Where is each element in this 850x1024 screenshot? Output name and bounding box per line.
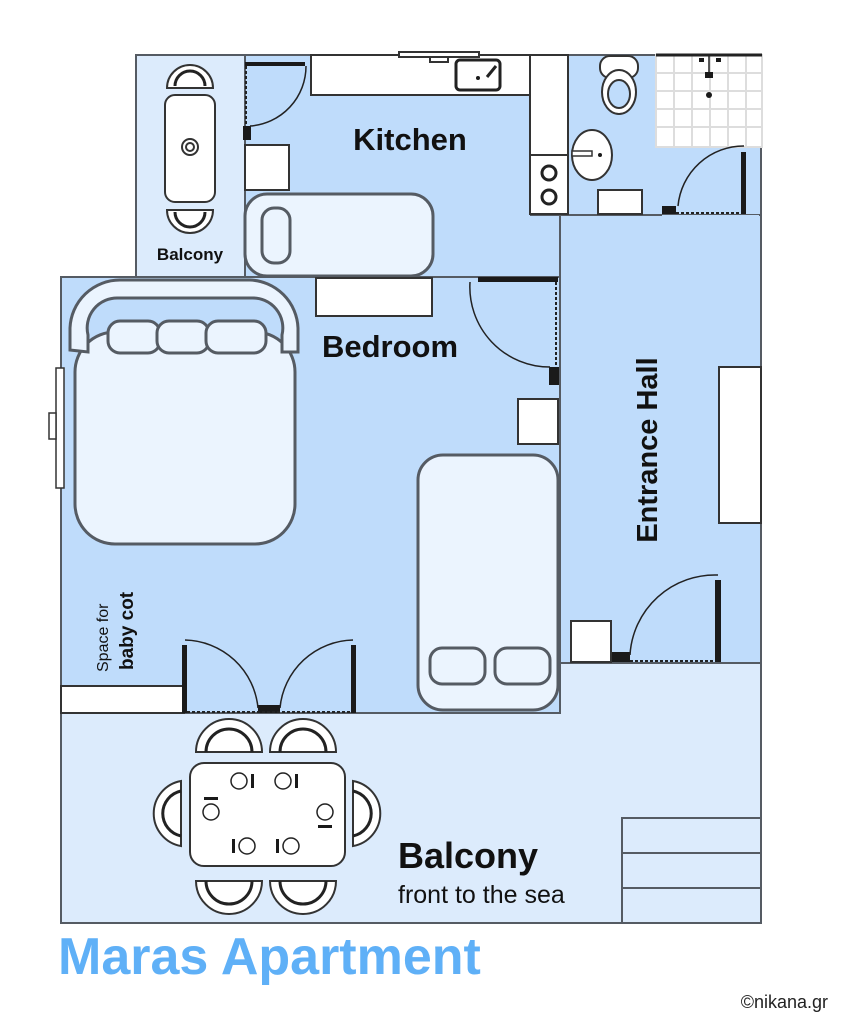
chair-icon xyxy=(194,880,264,915)
entrance-door[interactable] xyxy=(612,574,721,662)
place-setting-icon xyxy=(274,772,298,790)
steps xyxy=(621,817,762,924)
cot-label-line2: baby cot xyxy=(117,591,138,670)
kitchen-label: Kitchen xyxy=(353,122,467,157)
sea-balcony: Balcony front to the sea xyxy=(152,718,762,924)
sink-icon xyxy=(454,58,502,92)
place-setting-icon xyxy=(202,797,220,821)
balcony-label: Balcony xyxy=(398,835,538,876)
bedroom: Bedroom Space for baby cot xyxy=(48,277,560,714)
shoe-cabinet xyxy=(570,620,612,663)
chair-icon xyxy=(268,718,338,753)
chair-icon xyxy=(152,779,182,848)
cot-label-line1: Space for xyxy=(95,603,112,672)
small-balcony: Balcony xyxy=(157,64,224,264)
place-setting-icon xyxy=(276,837,300,855)
sofa-bed xyxy=(243,192,435,278)
cot-shelf xyxy=(60,685,185,714)
entrance-hall: Entrance Hall xyxy=(570,357,762,663)
chair-icon xyxy=(165,64,215,89)
bathroom-door[interactable] xyxy=(662,145,746,214)
window xyxy=(48,367,65,489)
kitchen-window xyxy=(398,51,480,63)
shower-head-icon xyxy=(699,55,721,78)
shower-tiles xyxy=(655,53,763,148)
copyright: ©nikana.gr xyxy=(741,992,828,1012)
entrance-hall-label: Entrance Hall xyxy=(632,357,664,542)
chair-icon xyxy=(194,718,264,753)
double-bed xyxy=(68,278,300,546)
balcony-table xyxy=(164,94,216,203)
balcony-sublabel: front to the sea xyxy=(398,881,565,909)
bedroom-shelf xyxy=(315,277,433,317)
bathroom xyxy=(530,53,763,216)
balcony-double-door[interactable] xyxy=(182,639,356,713)
chair-icon xyxy=(165,209,215,234)
place-setting-icon xyxy=(230,772,254,790)
kitchen-cabinet xyxy=(244,144,290,191)
dining-set xyxy=(152,718,382,915)
kitchen: Kitchen xyxy=(243,51,569,278)
dining-table xyxy=(189,762,346,867)
bedroom-door[interactable] xyxy=(469,277,559,385)
bedroom-label: Bedroom xyxy=(322,329,458,364)
washbasin-icon xyxy=(571,129,613,181)
chair-icon xyxy=(352,779,382,848)
fridge xyxy=(529,54,569,156)
place-setting-icon xyxy=(232,837,256,855)
chair-icon xyxy=(268,880,338,915)
stove-icon xyxy=(529,154,569,215)
hall-wall-gap xyxy=(562,215,759,218)
place-setting-icon xyxy=(316,803,334,828)
kitchen-balcony-door[interactable] xyxy=(243,62,307,140)
wardrobe xyxy=(718,366,762,524)
single-bed xyxy=(416,453,560,712)
small-balcony-label: Balcony xyxy=(157,245,224,264)
nightstand xyxy=(517,398,559,445)
apartment-title: Maras Apartment xyxy=(58,928,481,986)
drain-icon xyxy=(706,92,712,98)
bathroom-cabinet xyxy=(597,189,643,215)
toilet-icon xyxy=(599,55,639,115)
